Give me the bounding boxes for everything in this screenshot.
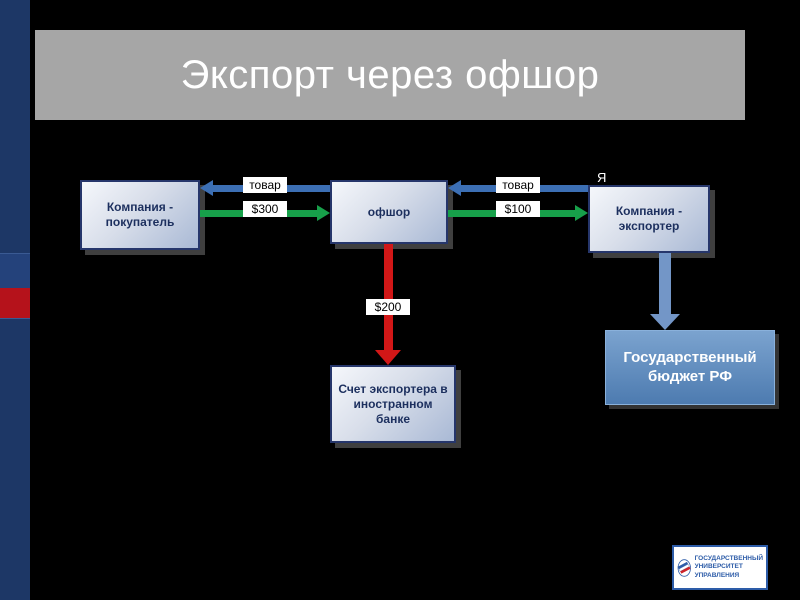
node-foreign-account: Счет экспортера в иностранном банке <box>330 365 456 443</box>
sidebar-segment <box>0 253 30 288</box>
logo-line-3: УПРАВЛЕНИЯ <box>694 571 740 579</box>
label-money-100: $100 <box>496 201 540 217</box>
node-exporter-company: Компания - экспортер <box>588 185 710 253</box>
sidebar-segment <box>0 318 30 600</box>
arrowhead-down-icon <box>375 350 401 365</box>
label-goods-buyer: товар <box>243 177 287 193</box>
arrow-shaft <box>383 244 393 350</box>
slide-title: Экспорт через офшор <box>180 52 600 97</box>
node-buyer-label: Компания - покупатель <box>105 200 175 229</box>
arrowhead-down-icon <box>650 314 680 330</box>
arrowhead-right-icon <box>317 205 330 221</box>
label-goods-exporter: товар <box>496 177 540 193</box>
logo-line-1: ГОСУДАРСТВЕННЫЙ <box>694 555 763 563</box>
arrowhead-right-icon <box>575 205 588 221</box>
node-buyer-company: Компания - покупатель <box>80 180 200 250</box>
label-money-200: $200 <box>366 299 410 315</box>
exporter-marker-text: Я <box>597 170 607 185</box>
node-foreign-account-label: Счет экспортера в иностранном банке <box>338 381 448 426</box>
sidebar-red-accent <box>0 288 30 318</box>
node-state-budget-label: Государственный бюджет РФ <box>623 348 757 385</box>
logo-line-2: УНИВЕРСИТЕТ <box>694 563 743 571</box>
node-offshore-label: офшор <box>367 204 411 219</box>
node-state-budget: Государственный бюджет РФ <box>605 330 775 405</box>
arrow-shaft <box>659 253 671 314</box>
transfer-arrow-offshore-to-account <box>375 244 401 365</box>
university-logo-text: ГОСУДАРСТВЕННЫЙ УНИВЕРСИТЕТ УПРАВЛЕНИЯ <box>695 555 763 579</box>
university-emblem-icon <box>677 558 691 577</box>
university-logo: ГОСУДАРСТВЕННЫЙ УНИВЕРСИТЕТ УПРАВЛЕНИЯ <box>672 545 768 590</box>
arrowhead-left-icon <box>200 180 213 196</box>
node-offshore: офшор <box>330 180 448 244</box>
arrowhead-left-icon <box>448 180 461 196</box>
node-exporter-label: Компания - экспортер <box>615 204 683 233</box>
label-money-300: $300 <box>243 201 287 217</box>
arrow-exporter-to-budget <box>650 253 680 330</box>
title-bar: Экспорт через офшор <box>35 30 745 120</box>
